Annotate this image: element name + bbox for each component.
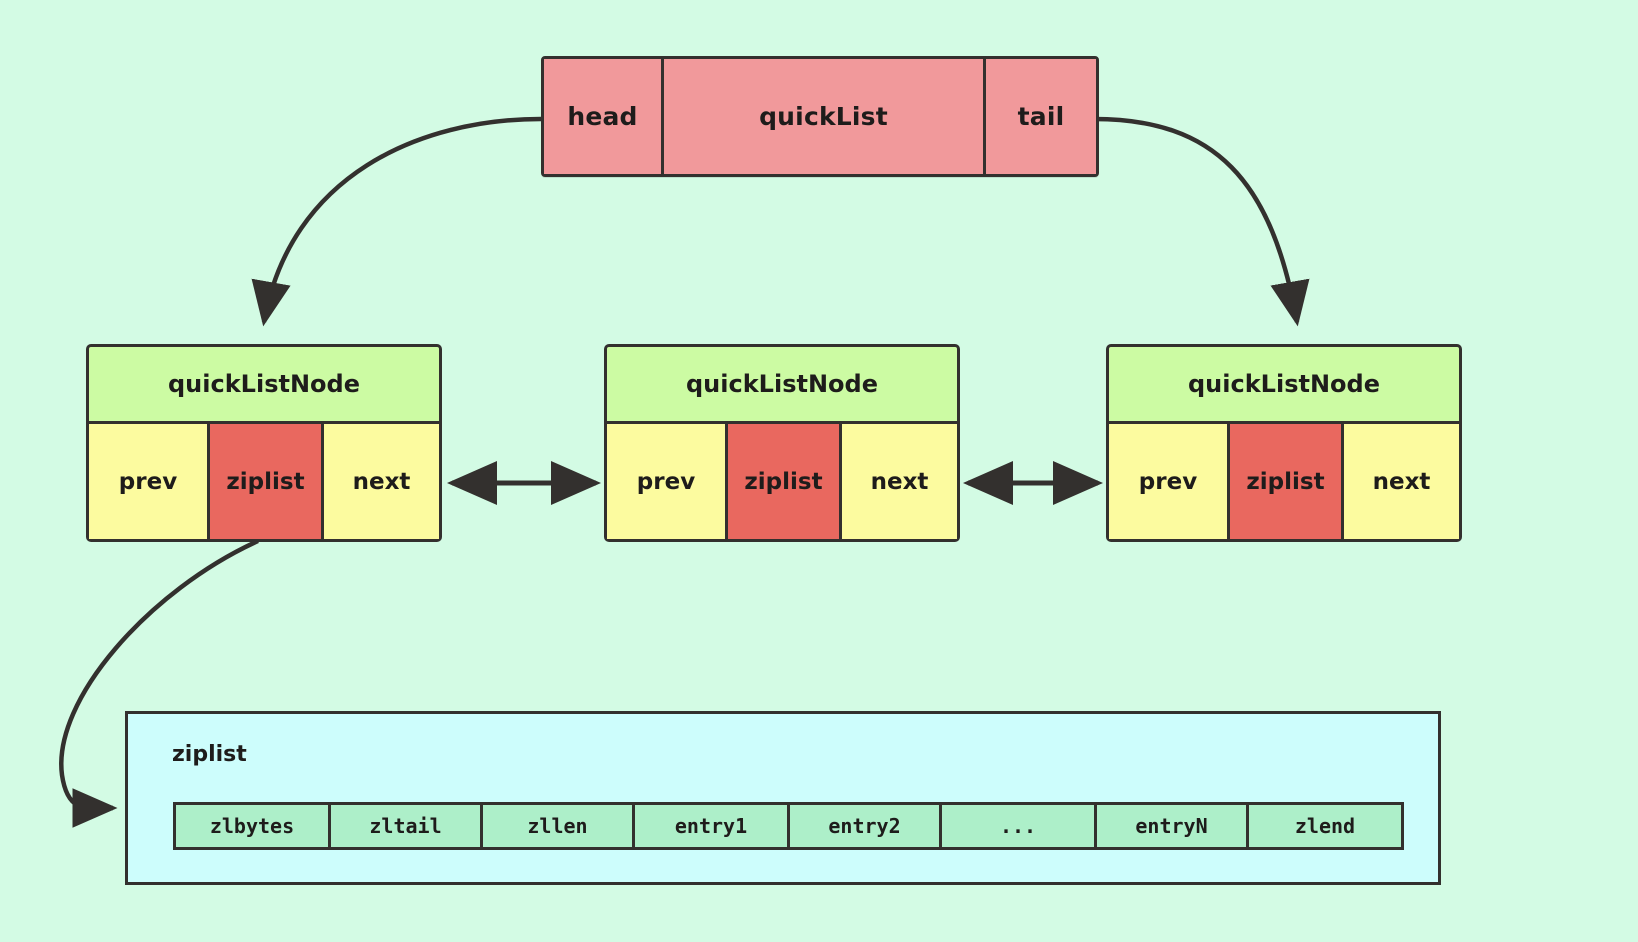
- quicklist-head-field[interactable]: head: [544, 59, 661, 174]
- ziplist-cell[interactable]: entryN: [1094, 805, 1246, 847]
- ziplist-cell[interactable]: zlbytes: [176, 805, 328, 847]
- quicklistnode-2-fields: prev ziplist next: [604, 424, 960, 542]
- quicklist-tail-field[interactable]: tail: [983, 59, 1096, 174]
- quicklistnode-1-ziplist-field[interactable]: ziplist: [207, 424, 321, 539]
- quicklistnode-1-fields: prev ziplist next: [86, 424, 442, 542]
- quicklistnode-1-prev-field[interactable]: prev: [89, 424, 207, 539]
- quicklistnode-2[interactable]: quickListNode prev ziplist next: [604, 344, 960, 542]
- ziplist-cell[interactable]: entry2: [787, 805, 939, 847]
- quicklistnode-1[interactable]: quickListNode prev ziplist next: [86, 344, 442, 542]
- ziplist-cell[interactable]: entry1: [632, 805, 787, 847]
- quicklistnode-3[interactable]: quickListNode prev ziplist next: [1106, 344, 1462, 542]
- quicklistnode-3-title: quickListNode: [1106, 344, 1462, 424]
- ziplist-detail-label: ziplist: [172, 742, 247, 767]
- quicklistnode-3-next-field[interactable]: next: [1341, 424, 1459, 539]
- quicklist-name-field[interactable]: quickList: [661, 59, 983, 174]
- ziplist-cell[interactable]: zllen: [480, 805, 632, 847]
- quicklistnode-2-title: quickListNode: [604, 344, 960, 424]
- quicklistnode-2-prev-field[interactable]: prev: [607, 424, 725, 539]
- quicklistnode-2-next-field[interactable]: next: [839, 424, 957, 539]
- ziplist-cell[interactable]: zlend: [1246, 805, 1401, 847]
- quicklistnode-1-title: quickListNode: [86, 344, 442, 424]
- connector-tail-to-node3: [1093, 116, 1310, 327]
- quicklist-struct[interactable]: head quickList tail: [541, 56, 1099, 177]
- ziplist-cell[interactable]: ...: [939, 805, 1094, 847]
- connector-head-to-node1: [251, 116, 542, 327]
- quicklistnode-3-prev-field[interactable]: prev: [1109, 424, 1227, 539]
- quicklistnode-3-ziplist-field[interactable]: ziplist: [1227, 424, 1341, 539]
- ziplist-cell[interactable]: zltail: [328, 805, 480, 847]
- quicklistnode-2-ziplist-field[interactable]: ziplist: [725, 424, 839, 539]
- quicklistnode-3-fields: prev ziplist next: [1106, 424, 1462, 542]
- quicklistnode-1-next-field[interactable]: next: [321, 424, 439, 539]
